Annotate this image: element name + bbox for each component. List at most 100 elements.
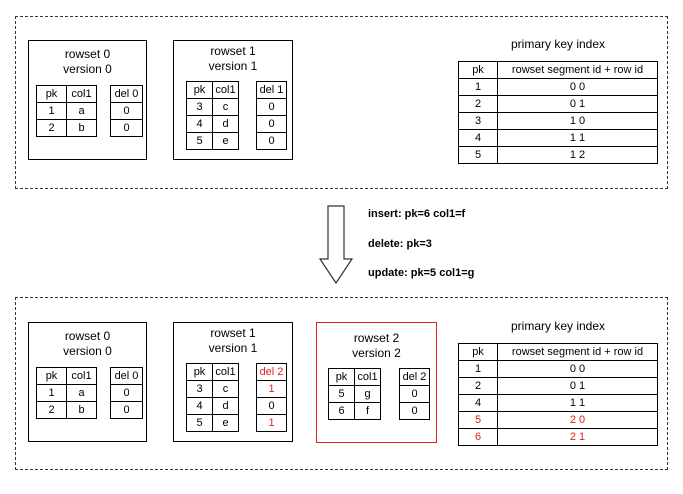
- cell: 5: [186, 414, 213, 432]
- header-col1: col1: [354, 368, 381, 386]
- cell: c: [212, 380, 239, 398]
- cell: f: [354, 402, 381, 420]
- delete-bitmap-table: del 1 0 0 0: [256, 81, 287, 150]
- table-header-row: pk col1: [186, 363, 239, 381]
- cell: e: [212, 414, 239, 432]
- cell: 2: [36, 401, 67, 419]
- cell: b: [66, 119, 97, 137]
- table-header-row: pk col1: [328, 368, 381, 386]
- rowset-data-table: pk col1 3 c 4 d 5 e: [186, 363, 239, 432]
- cell: c: [212, 98, 239, 116]
- cell: 0 1: [497, 377, 658, 395]
- operation-update: update: pk=5 col1=g: [368, 267, 475, 279]
- table-row: 1 a: [36, 384, 97, 402]
- del-header-updated: del 2: [256, 363, 287, 381]
- cell: 2: [458, 95, 498, 113]
- operation-insert: insert: pk=6 col1=f: [368, 208, 466, 220]
- bottom-rowset-1-box: rowset 1 version 1 pk col1 3 c 4 d 5 e d…: [173, 322, 293, 442]
- rowset-title: rowset 1: [210, 44, 256, 58]
- header-col1: col1: [66, 85, 97, 103]
- cell: 3: [458, 112, 498, 130]
- cell: a: [66, 102, 97, 120]
- cell: 5: [328, 385, 355, 403]
- cell: 5: [186, 132, 213, 150]
- table-header-row: pk rowset segment id + row id: [458, 61, 658, 79]
- cell: 6: [458, 428, 498, 446]
- cell: 1 0: [497, 112, 658, 130]
- delete-bitmap-table: del 2 1 0 1: [256, 363, 287, 432]
- del-cell: 0: [399, 385, 430, 403]
- cell: 1 2: [497, 146, 658, 164]
- cell: 4: [186, 397, 213, 415]
- table-header-row: pk rowset segment id + row id: [458, 343, 658, 361]
- rowset-title: rowset 1: [210, 326, 256, 340]
- cell: 0 0: [497, 78, 658, 96]
- del-cell: 0: [110, 102, 143, 120]
- table-row: 3 c: [186, 98, 239, 116]
- del-cell: 0: [110, 384, 143, 402]
- rowset-data-table: pk col1 1 a 2 b: [36, 85, 97, 137]
- delete-bitmap-table: del 0 0 0: [110, 85, 143, 137]
- header-pk: pk: [186, 81, 213, 99]
- header-rowset-segment-row: rowset segment id + row id: [497, 61, 658, 79]
- rowset-version: version 0: [63, 62, 112, 76]
- table-row: 5 g: [328, 385, 381, 403]
- header-pk: pk: [328, 368, 355, 386]
- del-cell: 0: [256, 115, 287, 133]
- cell: 3: [186, 380, 213, 398]
- primary-key-index-title: primary key index: [510, 319, 606, 333]
- table-row: 4 d: [186, 397, 239, 415]
- cell: d: [212, 115, 239, 133]
- rowset-data-table: pk col1 5 g 6 f: [328, 368, 381, 420]
- del-cell: 0: [110, 401, 143, 419]
- del-cell-updated: 1: [256, 380, 287, 398]
- rowset-data-table: pk col1 1 a 2 b: [36, 367, 97, 419]
- cell: 4: [458, 129, 498, 147]
- table-header-row: pk col1: [36, 85, 97, 103]
- rowset-version: version 0: [63, 344, 112, 358]
- rowset-title: rowset 2: [353, 331, 400, 345]
- header-col1: col1: [212, 363, 239, 381]
- header-pk: pk: [36, 85, 67, 103]
- del-header: del 0: [110, 367, 143, 385]
- table-row: 2 b: [36, 119, 97, 137]
- table-row: 5 e: [186, 414, 239, 432]
- delete-bitmap-table: del 2 0 0: [399, 368, 430, 420]
- cell: 0 0: [497, 360, 658, 378]
- table-header-row: pk col1: [36, 367, 97, 385]
- header-pk: pk: [36, 367, 67, 385]
- table-row: 3 c: [186, 380, 239, 398]
- cell: 2 0: [497, 411, 658, 429]
- cell: 0 1: [497, 95, 658, 113]
- cell: 5: [458, 411, 498, 429]
- cell: 4: [186, 115, 213, 133]
- cell: 2: [36, 119, 67, 137]
- del-header: del 2: [399, 368, 430, 386]
- rowset-title: rowset 0: [64, 329, 111, 343]
- del-header: del 0: [110, 85, 143, 103]
- bottom-rowset-2-box: rowset 2 version 2 pk col1 5 g 6 f del 2…: [316, 322, 437, 443]
- header-col1: col1: [66, 367, 97, 385]
- del-cell: 0: [110, 119, 143, 137]
- table-row: 6 f: [328, 402, 381, 420]
- top-rowset-1-box: rowset 1 version 1 pk col1 3 c 4 d 5 e d…: [173, 40, 293, 160]
- cell: 1: [458, 78, 498, 96]
- header-col1: col1: [212, 81, 239, 99]
- cell: g: [354, 385, 381, 403]
- cell: 1 1: [497, 129, 658, 147]
- del-header: del 1: [256, 81, 287, 99]
- header-rowset-segment-row: rowset segment id + row id: [497, 343, 658, 361]
- rowset-version: version 1: [208, 341, 258, 355]
- cell: 1: [36, 384, 67, 402]
- header-pk: pk: [186, 363, 213, 381]
- delete-bitmap-table: del 0 0 0: [110, 367, 143, 419]
- del-cell: 0: [256, 397, 287, 415]
- table-row: 5 e: [186, 132, 239, 150]
- cell: b: [66, 401, 97, 419]
- cell: 1 1: [497, 394, 658, 412]
